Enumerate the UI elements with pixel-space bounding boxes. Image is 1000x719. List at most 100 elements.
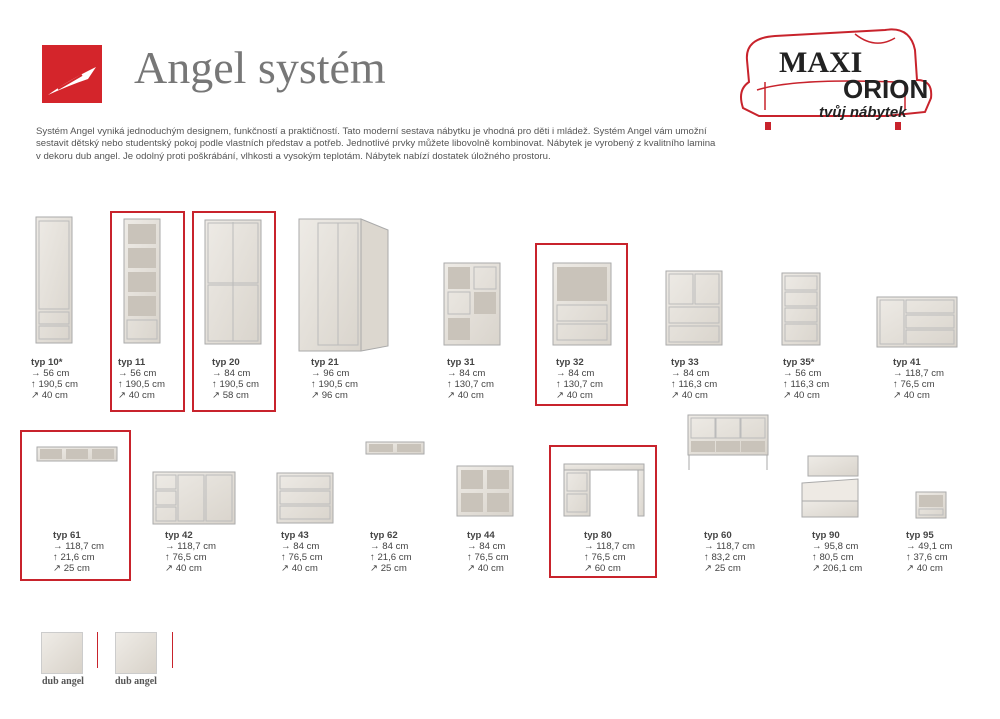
width-arrow-icon: → (783, 368, 796, 379)
item-dimension: ↗ 40 cm (281, 563, 323, 574)
highlight-box-typ-61 (20, 430, 131, 581)
item-label-typ-62: typ 62→ 84 cm↑ 21,6 cm↗ 25 cm (370, 530, 412, 574)
dimension-value: 190,5 cm (219, 379, 259, 390)
dimension-value: 116,3 cm (678, 379, 718, 390)
item-dimension: → 118,7 cm (53, 541, 104, 552)
dimension-value: 58 cm (222, 390, 249, 401)
typ-62-wall-shelf-image (365, 441, 425, 455)
item-dimension: ↗ 40 cm (118, 390, 165, 401)
depth-arrow-icon: ↗ (556, 390, 567, 401)
dimension-value: 118,7 cm (905, 368, 945, 379)
typ-33-chest-image (665, 270, 723, 346)
item-dimension: ↗ 96 cm (311, 390, 358, 401)
swatch-divider (97, 632, 98, 668)
dimension-value: 25 cm (63, 563, 90, 574)
width-arrow-icon: → (467, 541, 480, 552)
item-name: typ 10* (31, 357, 63, 368)
dimension-value: 116,3 cm (790, 379, 830, 390)
width-arrow-icon: → (212, 368, 225, 379)
dimension-value: 49,1 cm (918, 541, 953, 552)
dimension-value: 40 cm (291, 563, 318, 574)
height-arrow-icon: ↑ (212, 379, 220, 390)
height-arrow-icon: ↑ (584, 552, 592, 563)
item-dimension: → 84 cm (212, 368, 259, 379)
dimension-value: 118,7 cm (716, 541, 756, 552)
depth-arrow-icon: ↗ (31, 390, 42, 401)
dimension-value: 190,5 cm (318, 379, 358, 390)
width-arrow-icon: → (165, 541, 178, 552)
dimension-value: 84 cm (459, 368, 486, 379)
item-dimension: ↑ 116,3 cm (783, 379, 829, 390)
width-arrow-icon: → (370, 541, 383, 552)
height-arrow-icon: ↑ (31, 379, 39, 390)
depth-arrow-icon: ↗ (906, 563, 917, 574)
width-arrow-icon: → (671, 368, 684, 379)
item-dimension: → 56 cm (118, 368, 165, 379)
depth-arrow-icon: ↗ (165, 563, 176, 574)
item-label-typ-42: typ 42→ 118,7 cm↑ 76,5 cm↗ 40 cm (165, 530, 216, 574)
item-dimension: ↗ 25 cm (704, 563, 755, 574)
item-name: typ 20 (212, 357, 240, 368)
dimension-value: 84 cm (382, 541, 409, 552)
typ-60-wall-unit-image (687, 414, 769, 470)
swatch-label: dub angel (115, 676, 157, 687)
width-arrow-icon: → (53, 541, 66, 552)
item-name: typ 21 (311, 357, 339, 368)
item-dimension: ↗ 25 cm (370, 563, 412, 574)
item-dimension: ↑ 190,5 cm (118, 379, 165, 390)
width-arrow-icon: → (893, 368, 906, 379)
dimension-value: 60 cm (594, 563, 621, 574)
height-arrow-icon: ↑ (370, 552, 378, 563)
depth-arrow-icon: ↗ (812, 563, 823, 574)
item-dimension: ↑ 190,5 cm (212, 379, 259, 390)
swatch-divider (172, 632, 173, 668)
height-arrow-icon: ↑ (311, 379, 319, 390)
dimension-value: 130,7 cm (563, 379, 603, 390)
item-label-typ-10: typ 10*→ 56 cm↑ 190,5 cm↗ 40 cm (31, 357, 78, 401)
dimension-value: 40 cm (457, 390, 484, 401)
item-name: typ 33 (671, 357, 699, 368)
item-dimension: ↗ 40 cm (783, 390, 829, 401)
svg-text:ORION: ORION (843, 74, 928, 104)
width-arrow-icon: → (812, 541, 825, 552)
item-label-typ-43: typ 43→ 84 cm↑ 76,5 cm↗ 40 cm (281, 530, 323, 574)
sofa-outline-icon: MAXI ORION (740, 28, 933, 130)
dimension-value: 84 cm (479, 541, 506, 552)
dimension-value: 80,5 cm (819, 552, 854, 563)
depth-arrow-icon: ↗ (53, 563, 64, 574)
item-dimension: → 84 cm (447, 368, 494, 379)
dimension-value: 96 cm (323, 368, 350, 379)
height-arrow-icon: ↑ (447, 379, 455, 390)
depth-arrow-icon: ↗ (118, 390, 129, 401)
item-name: typ 80 (584, 530, 612, 541)
item-label-typ-60: typ 60→ 118,7 cm↑ 83,2 cm↗ 25 cm (704, 530, 755, 574)
dimension-value: 40 cm (681, 390, 708, 401)
typ-11-shelf-image (123, 218, 161, 344)
item-label-typ-20: typ 20→ 84 cm↑ 190,5 cm↗ 58 cm (212, 357, 259, 401)
item-name: typ 11 (118, 357, 146, 368)
item-dimension: ↑ 130,7 cm (447, 379, 494, 390)
item-name: typ 42 (165, 530, 193, 541)
width-arrow-icon: → (906, 541, 919, 552)
dimension-value: 84 cm (568, 368, 595, 379)
item-name: typ 62 (370, 530, 398, 541)
item-dimension: ↗ 40 cm (671, 390, 717, 401)
depth-arrow-icon: ↗ (447, 390, 458, 401)
item-name: typ 44 (467, 530, 495, 541)
dimension-value: 118,7 cm (177, 541, 217, 552)
typ-80-desk-image (563, 463, 645, 517)
item-dimension: → 84 cm (556, 368, 603, 379)
item-dimension: ↗ 40 cm (893, 390, 944, 401)
item-dimension: ↗ 206,1 cm (812, 563, 862, 574)
depth-arrow-icon: ↗ (281, 563, 292, 574)
typ-20-wardrobe-image (204, 219, 262, 345)
height-arrow-icon: ↑ (812, 552, 820, 563)
swatch-label: dub angel (42, 676, 84, 687)
width-arrow-icon: → (31, 368, 44, 379)
item-dimension: → 84 cm (281, 541, 323, 552)
depth-arrow-icon: ↗ (893, 390, 904, 401)
width-arrow-icon: → (447, 368, 460, 379)
dimension-value: 25 cm (714, 563, 741, 574)
item-dimension: → 118,7 cm (704, 541, 755, 552)
height-arrow-icon: ↑ (556, 379, 564, 390)
